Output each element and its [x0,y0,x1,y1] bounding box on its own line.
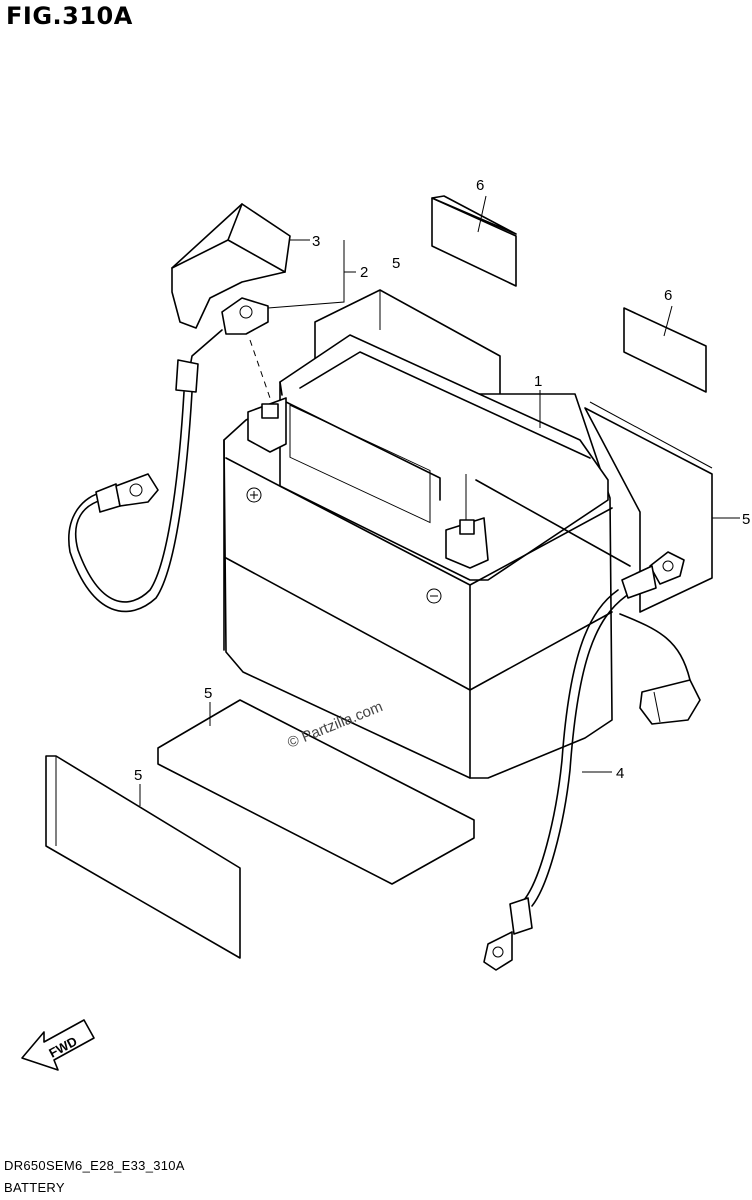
callout-5-right: 5 [742,511,750,528]
battery-pad-left [45,755,241,959]
callout-6-right: 6 [664,287,672,304]
callout-5-left: 5 [134,767,142,784]
label-6-right [623,307,707,393]
label-6-top [431,195,517,287]
positive-lead [68,297,271,613]
diagram-name: BATTERY [4,1180,65,1195]
leader-lines [139,195,740,806]
callout-5-bottom: 5 [204,685,212,702]
callout-5-top: 5 [392,255,400,272]
callout-1: 1 [534,373,542,390]
fwd-arrow-icon: FWD [21,1019,95,1071]
callout-3: 3 [312,233,320,250]
callout-6-top: 6 [476,177,484,194]
battery [223,334,613,779]
callout-4: 4 [616,765,624,782]
negative-lead [465,474,701,971]
terminal-cover [171,203,291,329]
figure-title: FIG.310A [6,2,133,30]
battery-pad-bottom [157,699,475,885]
diagram-code: DR650SEM6_E28_E33_310A [4,1158,185,1173]
callout-2: 2 [360,264,368,281]
